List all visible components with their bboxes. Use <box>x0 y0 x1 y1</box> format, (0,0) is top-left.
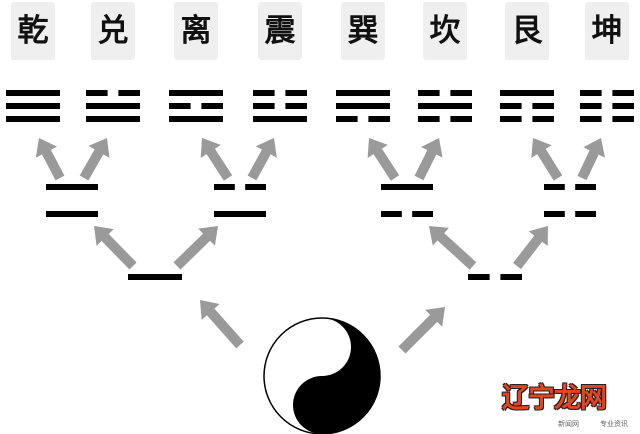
arrow <box>531 138 563 181</box>
yang-line <box>214 211 266 217</box>
taiji-eye-black <box>314 397 330 413</box>
arrow <box>200 138 233 181</box>
arrow <box>367 138 400 181</box>
trigram-name: 震 <box>258 2 302 60</box>
yin-line-left <box>580 90 602 96</box>
yang-line <box>418 103 472 109</box>
yin-line-right <box>450 116 472 122</box>
yin-line-left <box>468 274 490 280</box>
yin-line-right <box>532 103 554 109</box>
yin-line-left <box>336 116 358 122</box>
yang-line <box>336 90 390 96</box>
yin-line-left <box>580 116 602 122</box>
yin-line-left <box>500 116 522 122</box>
yang-line <box>86 116 140 122</box>
arrow <box>247 138 277 181</box>
yin-line-right <box>612 103 634 109</box>
yin-line-left <box>544 211 565 217</box>
yin-line-right <box>612 90 634 96</box>
yang-line <box>46 211 98 217</box>
yin-line-right <box>612 116 634 122</box>
yin-line-right <box>450 90 472 96</box>
yin-line-right <box>201 103 223 109</box>
taiji-eye-white <box>314 339 330 355</box>
yin-line-left <box>544 184 565 190</box>
trigram-name: 坤 <box>585 2 629 60</box>
yin-line-right <box>532 116 554 122</box>
watermark-sub1: 新闻网 <box>558 420 579 428</box>
yang-line <box>6 103 60 109</box>
arrow <box>414 138 443 181</box>
arrow <box>577 138 605 181</box>
yang-line <box>253 116 307 122</box>
yin-line-left <box>500 103 522 109</box>
arrow <box>429 226 477 270</box>
yang-line <box>336 103 390 109</box>
yang-line <box>86 103 140 109</box>
yin-line-left <box>214 184 235 190</box>
trigram-name: 离 <box>174 2 218 60</box>
arrow <box>173 226 218 270</box>
yin-line-left <box>86 90 108 96</box>
arrow <box>35 138 65 181</box>
yin-line-right <box>575 211 596 217</box>
trigram-name: 乾 <box>11 2 55 60</box>
yin-line-right <box>575 184 596 190</box>
yin-line-left <box>418 116 440 122</box>
yin-line-right <box>285 103 307 109</box>
yang-line <box>169 116 223 122</box>
trigram-name: 坎 <box>423 2 467 60</box>
yang-line <box>500 90 554 96</box>
yin-line-left <box>169 103 191 109</box>
yin-line-right <box>368 116 390 122</box>
trigram-name: 艮 <box>505 2 549 60</box>
yang-line <box>6 116 60 122</box>
yang-line <box>169 90 223 96</box>
trigram-name: 巽 <box>341 2 385 60</box>
yang-line <box>46 184 98 190</box>
arrow <box>200 300 244 349</box>
watermark-sub2: 专业资讯 <box>600 420 628 428</box>
arrow <box>398 307 445 354</box>
yang-line <box>381 184 433 190</box>
arrow <box>79 138 110 181</box>
yin-line-right <box>245 184 266 190</box>
yin-line-left <box>253 90 275 96</box>
watermark-title: 辽宁龙网 <box>502 383 607 414</box>
yin-line-right <box>118 90 140 96</box>
yin-line-left <box>418 90 440 96</box>
yin-line-right <box>412 211 433 217</box>
arrow <box>513 226 548 270</box>
yin-line-left <box>381 211 402 217</box>
yang-line <box>6 90 60 96</box>
arrow <box>94 226 137 270</box>
yin-line-left <box>253 103 275 109</box>
yin-line-right <box>500 274 522 280</box>
yin-line-left <box>580 103 602 109</box>
trigram-name: 兑 <box>91 2 135 60</box>
yang-line <box>128 274 182 280</box>
yin-line-right <box>285 90 307 96</box>
